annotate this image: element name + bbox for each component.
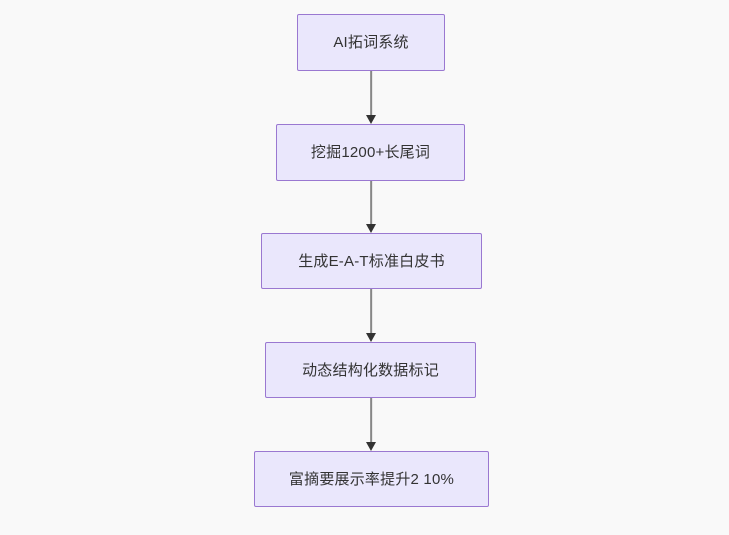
connector-line: [370, 398, 372, 443]
flowchart-node-2-label: 挖掘1200+长尾词: [310, 144, 431, 161]
connector-node-4-to-node-5: [361, 398, 381, 451]
arrowhead-icon: [366, 333, 376, 342]
flowchart-node-4-label: 动态结构化数据标记: [302, 361, 439, 379]
connector-node-2-to-node-3: [361, 181, 381, 233]
flowchart-node-1[interactable]: AI拓词系统: [297, 14, 445, 71]
flowchart-node-4[interactable]: 动态结构化数据标记: [265, 342, 476, 398]
flowchart-node-3[interactable]: 生成E-A-T标准白皮书: [261, 233, 482, 289]
connector-node-1-to-node-2: [361, 71, 381, 124]
connector-line: [370, 181, 372, 225]
connector-line: [370, 289, 372, 334]
connector-node-3-to-node-4: [361, 289, 381, 342]
flowchart-node-1-label: AI拓词系统: [333, 34, 409, 51]
flowchart-node-5[interactable]: 富摘要展示率提升2 10%: [254, 451, 489, 507]
flowchart-node-5-label: 富摘要展示率提升2 10%: [288, 470, 455, 488]
flowchart-node-3-label: 生成E-A-T标准白皮书: [298, 252, 445, 270]
flowchart-node-2[interactable]: 挖掘1200+长尾词: [276, 124, 465, 181]
arrowhead-icon: [366, 442, 376, 451]
connector-line: [370, 71, 372, 116]
arrowhead-icon: [366, 224, 376, 233]
arrowhead-icon: [366, 115, 376, 124]
